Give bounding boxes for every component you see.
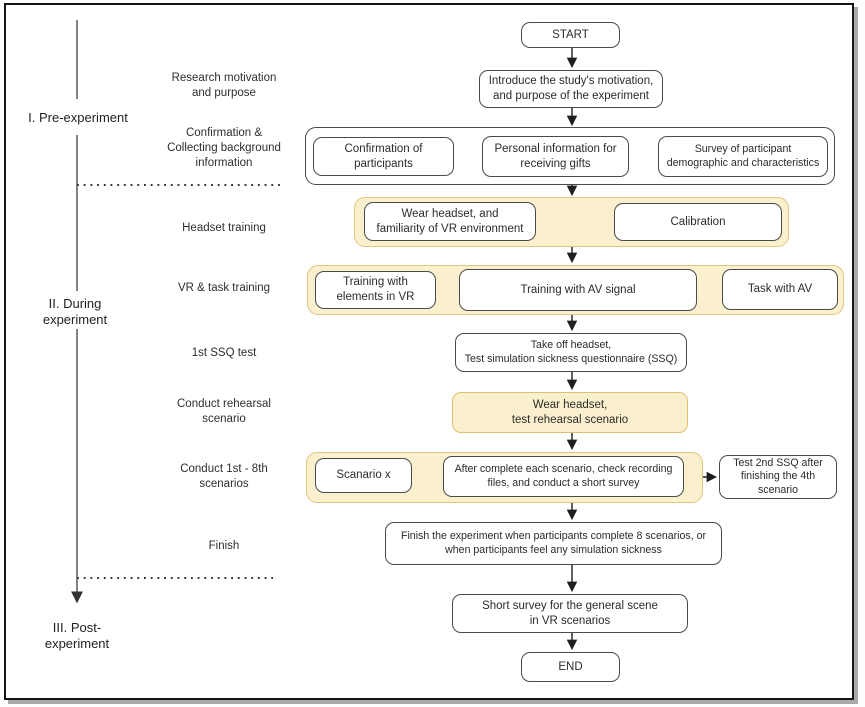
stage-label-scenarios: Conduct 1st - 8th scenarios	[180, 463, 268, 490]
phase-label-during-experiment: II. During experiment	[42, 296, 108, 328]
node-end-label: END	[558, 660, 583, 673]
node-training-av-signal-label: Training with AV signal	[520, 283, 636, 296]
node-calibration-label: Calibration	[670, 215, 726, 228]
node-finish-experiment-label: Finish the experiment when participants …	[400, 529, 706, 556]
stage-label-research-motivation: Research motivation and purpose	[171, 72, 277, 99]
figure-frame	[4, 3, 854, 700]
node-survey-demographic: Survey of participant demographic and ch…	[658, 136, 828, 177]
node-confirmation-participants-label: Confirmation of participants	[344, 142, 423, 170]
node-task-with-av: Task with AV	[722, 269, 838, 310]
node-wear-headset-familiarity: Wear headset, and familiarity of VR envi…	[364, 202, 536, 241]
stage-label-finish: Finish	[208, 540, 240, 552]
node-after-each-scenario-label: After complete each scenario, check reco…	[454, 462, 673, 489]
node-confirmation-participants: Confirmation of participants	[313, 137, 454, 176]
node-rehearsal-scenario-label: Wear headset, test rehearsal scenario	[511, 398, 629, 426]
node-general-survey: Short survey for the general scene in VR…	[452, 594, 688, 633]
node-first-ssq-test-label: Take off headset, Test simulation sickne…	[464, 338, 678, 365]
stage-label-vr-task-training: VR & task training	[177, 282, 271, 294]
node-end: END	[521, 652, 620, 682]
stage-label-rehearsal-scenario: Conduct rehearsal scenario	[177, 398, 271, 425]
stage-label-first-ssq-test: 1st SSQ test	[191, 347, 257, 359]
node-rehearsal-scenario: Wear headset, test rehearsal scenario	[452, 392, 688, 433]
node-wear-headset-familiarity-label: Wear headset, and familiarity of VR envi…	[376, 207, 524, 235]
node-finish-experiment: Finish the experiment when participants …	[385, 522, 722, 565]
phase-label-pre-experiment: I. Pre-experiment	[28, 110, 128, 125]
node-second-ssq-test-label: Test 2nd SSQ after finishing the 4th sce…	[733, 456, 823, 496]
node-scenario-x: Scanario x	[315, 458, 412, 493]
node-first-ssq-test: Take off headset, Test simulation sickne…	[455, 333, 687, 372]
stage-label-confirmation: Confirmation & Collecting background inf…	[167, 127, 281, 169]
node-survey-demographic-label: Survey of participant demographic and ch…	[666, 142, 820, 169]
node-training-elements-vr-label: Training with elements in VR	[336, 276, 415, 303]
node-after-each-scenario: After complete each scenario, check reco…	[443, 456, 684, 497]
node-personal-information-label: Personal information for receiving gifts	[494, 142, 617, 170]
phase-label-post-experiment: III. Post- experiment	[44, 620, 110, 652]
node-general-survey-label: Short survey for the general scene in VR…	[482, 599, 658, 627]
node-calibration: Calibration	[614, 203, 782, 241]
node-start: START	[521, 22, 620, 48]
node-introduce-study-label: Introduce the study's motivation, and pu…	[488, 75, 654, 102]
node-second-ssq-test: Test 2nd SSQ after finishing the 4th sce…	[719, 455, 837, 499]
node-training-av-signal: Training with AV signal	[459, 269, 697, 311]
node-personal-information: Personal information for receiving gifts	[482, 136, 629, 177]
node-training-elements-vr: Training with elements in VR	[315, 271, 436, 309]
stage-label-headset-training: Headset training	[182, 222, 266, 234]
node-start-label: START	[552, 28, 589, 41]
node-task-with-av-label: Task with AV	[747, 283, 813, 296]
node-introduce-study: Introduce the study's motivation, and pu…	[479, 70, 663, 108]
node-scenario-x-label: Scanario x	[336, 469, 391, 482]
